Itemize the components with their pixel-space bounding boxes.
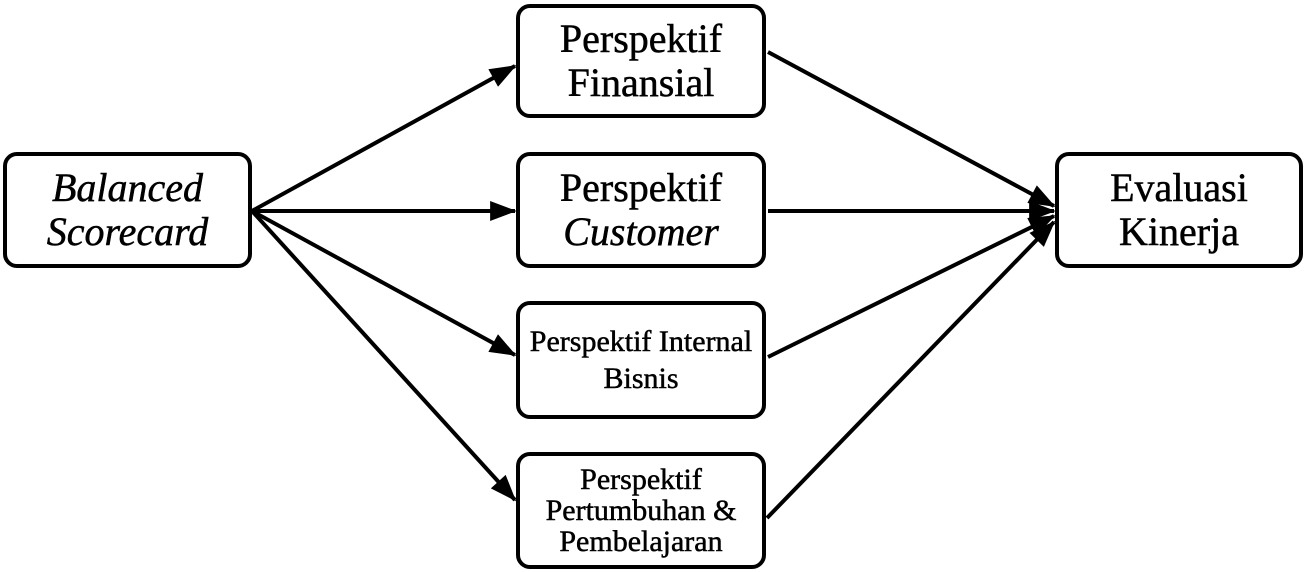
node-perspektif-finansial-line1: Perspektif (559, 16, 723, 61)
node-balanced-scorecard-line1: Balanced (51, 165, 204, 210)
edge-balanced-pertumbuhan (250, 209, 517, 502)
node-perspektif-finansial-line2: Finansial (567, 60, 715, 105)
node-perspektif-internal-bisnis-line2: Bisnis (603, 362, 679, 396)
edge-balanced-finansial (251, 64, 517, 213)
node-balanced-scorecard: Balanced Scorecard (3, 152, 252, 268)
node-perspektif-pertumbuhan-line3: Pembelajaran (559, 525, 723, 558)
edge-pertumbuhan-evaluasi (765, 220, 1056, 520)
node-perspektif-customer-line1: Perspektif (559, 165, 723, 210)
node-evaluasi-kinerja-line2: Kinerja (1119, 209, 1239, 254)
node-evaluasi-kinerja-line1: Evaluasi (1110, 165, 1248, 210)
node-perspektif-customer-line2: Customer (563, 209, 719, 254)
node-perspektif-finansial: Perspektif Finansial (516, 4, 766, 118)
edge-finansial-evaluasi (767, 50, 1056, 208)
edge-internal-evaluasi (767, 214, 1056, 359)
node-perspektif-pertumbuhan: Perspektif Pertumbuhan & Pembelajaran (516, 452, 766, 569)
node-perspektif-pertumbuhan-line1: Perspektif (580, 463, 702, 496)
node-perspektif-internal-bisnis-line1: Perspektif Internal (529, 325, 753, 359)
node-evaluasi-kinerja: Evaluasi Kinerja (1055, 152, 1303, 268)
node-perspektif-pertumbuhan-line2: Pertumbuhan & (545, 494, 737, 527)
node-perspektif-internal-bisnis: Perspektif Internal Bisnis (516, 301, 766, 419)
node-perspektif-customer: Perspektif Customer (516, 152, 766, 268)
edge-balanced-internal (251, 209, 517, 357)
node-balanced-scorecard-line2: Scorecard (46, 209, 209, 254)
